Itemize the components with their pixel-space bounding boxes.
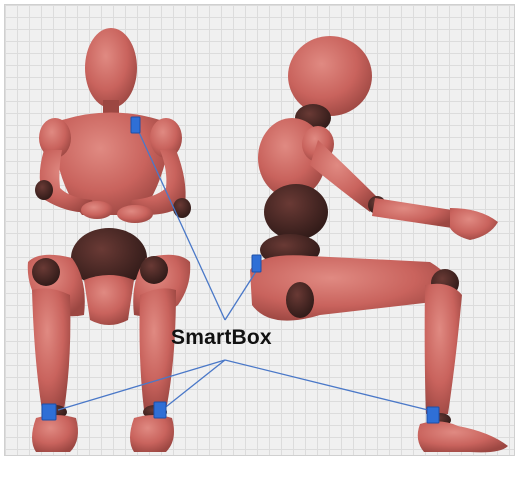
side-hand: [450, 208, 498, 240]
front-left-elbow: [35, 180, 53, 200]
front-right-elbow: [173, 198, 191, 218]
front-left-foot: [32, 415, 78, 452]
front-left-shin: [32, 288, 70, 410]
front-left-knee: [32, 258, 60, 286]
front-left-hand: [81, 201, 113, 219]
side-abdomen: [264, 184, 328, 240]
front-right-foot: [130, 415, 174, 452]
side-hip-joint: [286, 282, 314, 318]
side-view-mannequin: [250, 36, 508, 452]
sensor-left-ankle: [42, 404, 56, 420]
front-right-knee: [140, 256, 168, 284]
side-shin: [425, 284, 462, 414]
smartbox-label: SmartBox: [171, 326, 272, 350]
connector-side-ankle: [225, 360, 428, 410]
front-view-mannequin: [28, 28, 191, 452]
front-groin: [84, 275, 134, 325]
sensor-right-ankle: [154, 402, 166, 418]
sensor-chest: [131, 117, 140, 133]
sensor-hip: [252, 255, 261, 272]
side-foot: [418, 421, 508, 452]
side-thigh: [250, 255, 453, 320]
front-head: [85, 28, 137, 108]
sensor-side-ankle: [427, 407, 439, 423]
side-forearm: [372, 198, 452, 228]
side-head: [288, 36, 372, 116]
front-right-hand: [117, 205, 153, 223]
